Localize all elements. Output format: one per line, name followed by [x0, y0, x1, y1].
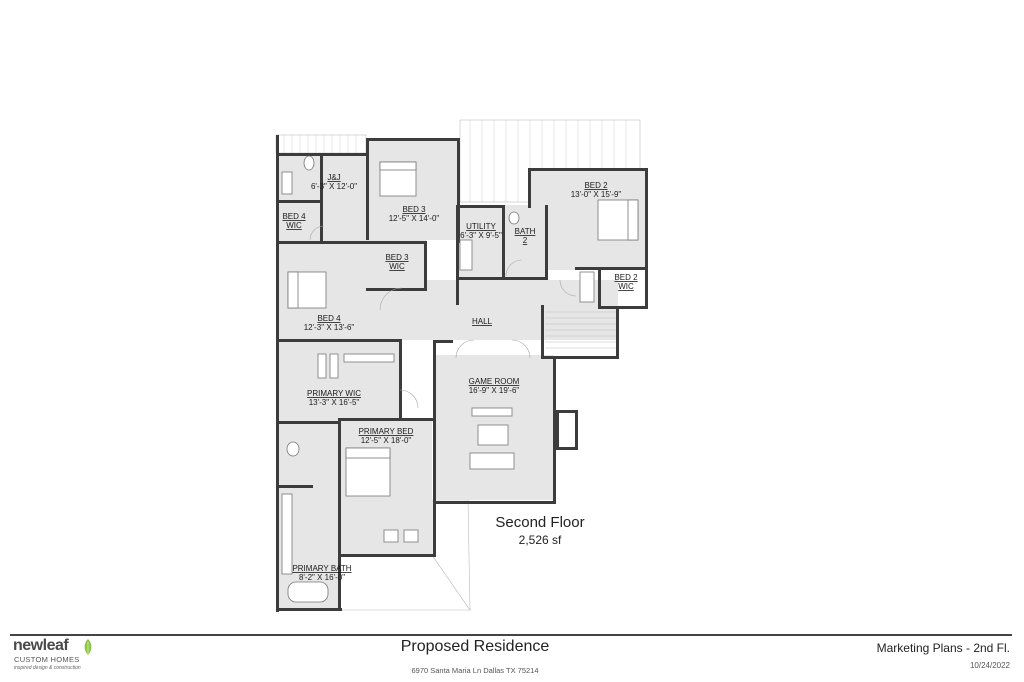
leaf-icon: [84, 639, 92, 655]
label-bed4wic-2: WIC: [286, 221, 302, 230]
logo-wordmark: newleaf: [13, 637, 69, 654]
sheet-title: Marketing Plans - 2nd Fl.: [876, 641, 1010, 655]
label-utility-dims: 6'-3" X 9'-5": [460, 231, 502, 240]
label-bed2wic-2: WIC: [618, 282, 634, 291]
label-hall: HALL: [472, 317, 493, 326]
label-bed2-name: BED 2: [584, 181, 608, 190]
label-bed4-name: BED 4: [317, 314, 341, 323]
furniture: [281, 155, 639, 603]
company-logo: newleaf CUSTOM HOMES inspired design & c…: [13, 637, 103, 677]
label-bed3-dims: 12'-5" X 14'-0": [389, 214, 440, 223]
floor-name: Second Floor: [495, 514, 585, 531]
label-game-room-dims: 16'-9" X 19'-6": [469, 386, 520, 395]
sheet-date: 10/24/2022: [969, 661, 1010, 670]
label-bed3wic-1: BED 3: [385, 253, 409, 262]
floor-area: 2,526 sf: [518, 533, 562, 547]
label-primary-bath-name: PRIMARY BATH: [292, 564, 351, 573]
title-block-divider: [10, 634, 1012, 636]
roof-below: [339, 499, 471, 611]
label-bed2wic-1: BED 2: [614, 273, 638, 282]
label-bed3-name: BED 3: [402, 205, 426, 214]
label-primary-bed-name: PRIMARY BED: [359, 427, 414, 436]
label-game-room-name: GAME ROOM: [469, 377, 520, 386]
label-bath2-2: 2: [523, 236, 528, 245]
label-jj-name: J&J: [327, 173, 340, 182]
label-primary-wic-dims: 13'-3" X 16'-5": [309, 398, 360, 407]
label-jj-dims: 6'-3" X 12'-0": [311, 182, 357, 191]
roof-deck-left: [275, 134, 367, 154]
label-bed4wic-1: BED 4: [282, 212, 306, 221]
project-name: Proposed Residence: [400, 638, 550, 655]
label-bath2-1: BATH: [515, 227, 536, 236]
logo-tagline: inspired design & construction: [14, 665, 81, 671]
doors: [309, 225, 577, 409]
label-primary-bed-dims: 12'-5" X 18'-0": [361, 436, 412, 445]
logo-subtitle: CUSTOM HOMES: [14, 655, 80, 664]
label-bed2-dims: 13'-0" X 15'-9": [571, 190, 622, 199]
label-utility-name: UTILITY: [466, 222, 496, 231]
project-address: 6970 Santa Maria Ln Dallas TX 75214: [411, 666, 539, 675]
stairs: [545, 311, 616, 349]
floor-plan: J&J 6'-3" X 12'-0" BED 3 12'-5" X 14'-0"…: [275, 119, 648, 612]
label-primary-bath-dims: 8'-2" X 16'-0": [299, 573, 345, 582]
label-bed4-dims: 12'-3" X 13'-6": [304, 323, 355, 332]
walls: [276, 135, 648, 612]
label-primary-wic-name: PRIMARY WIC: [307, 389, 361, 398]
label-bed3wic-2: WIC: [389, 262, 405, 271]
room-labels: J&J 6'-3" X 12'-0" BED 3 12'-5" X 14'-0"…: [282, 173, 638, 582]
